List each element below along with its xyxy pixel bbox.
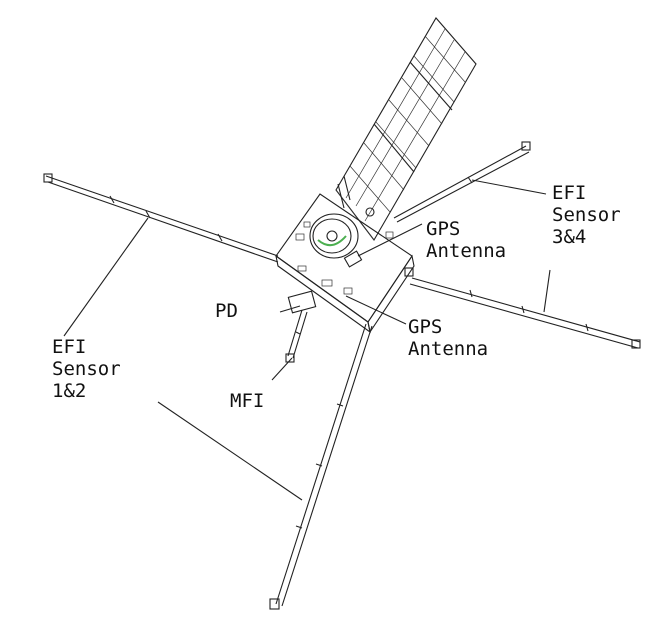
efi-34-line3: 3&4: [552, 226, 587, 248]
leader-lines: [63, 179, 551, 501]
efi-34-line2: Sensor: [552, 204, 621, 226]
gps-antenna-top-line2: Antenna: [426, 240, 507, 262]
mfi-label: MFI: [230, 390, 265, 412]
gps-antenna-top-label: GPS Antenna: [426, 218, 506, 262]
efi-12-line2: Sensor: [52, 358, 121, 380]
solar-panel: [335, 17, 477, 241]
gps-antenna-bottom-line2: Antenna: [408, 338, 489, 360]
gps-antenna-bottom-line1: GPS: [408, 316, 443, 338]
efi-12-line3: 1&2: [52, 380, 87, 402]
gps-antenna-bottom-label: GPS Antenna: [408, 316, 488, 360]
efi-sensor-34-label: EFI Sensor 3&4: [552, 182, 621, 248]
efi-34-line1: EFI: [552, 182, 587, 204]
satellite-body: [275, 193, 415, 334]
gps-antenna-top-line1: GPS: [426, 218, 461, 240]
pd-label: PD: [215, 300, 238, 322]
efi-12-line1: EFI: [52, 336, 87, 358]
efi-sensor-12-label: EFI Sensor 1&2: [52, 336, 121, 402]
booms: [43, 141, 641, 610]
